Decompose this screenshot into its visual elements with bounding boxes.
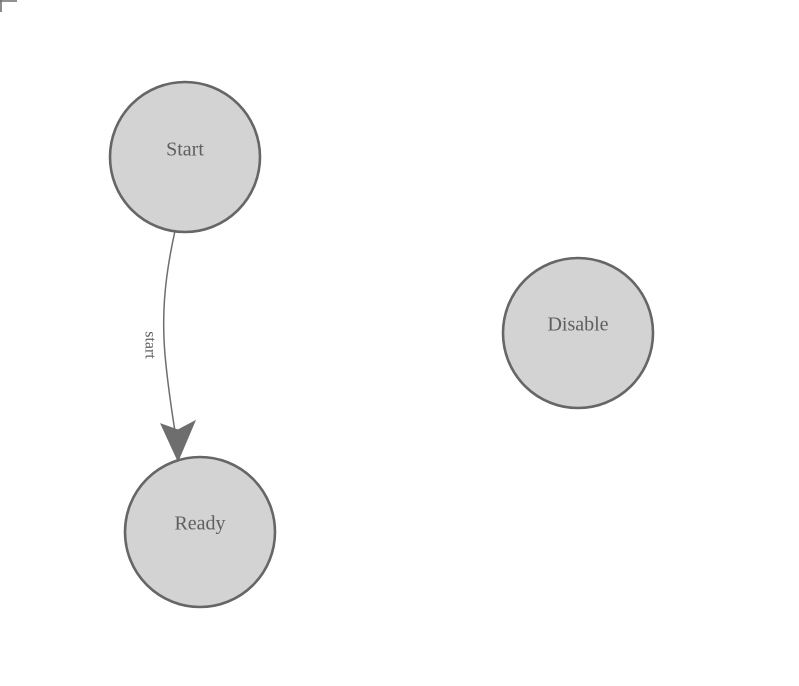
selection-corner-bracket-icon (0, 0, 17, 12)
state-node-start[interactable]: Start (108, 80, 262, 234)
state-node-start-shape (108, 80, 262, 234)
state-node-ready-label: Ready (174, 513, 225, 535)
state-node-start-label: Start (166, 139, 204, 161)
state-node-disable-shape (501, 256, 655, 410)
state-node-disable[interactable]: Disable (501, 256, 655, 410)
edge-start-to-ready-arrowhead-icon (160, 419, 197, 463)
state-node-disable-label: Disable (547, 314, 608, 336)
edge-start-to-ready-label: start (141, 331, 158, 359)
edge-start-to-ready[interactable]: start (141, 230, 197, 463)
edge-start-to-ready-path (162, 230, 179, 452)
state-node-ready[interactable]: Ready (123, 455, 277, 609)
state-node-ready-shape (123, 455, 277, 609)
